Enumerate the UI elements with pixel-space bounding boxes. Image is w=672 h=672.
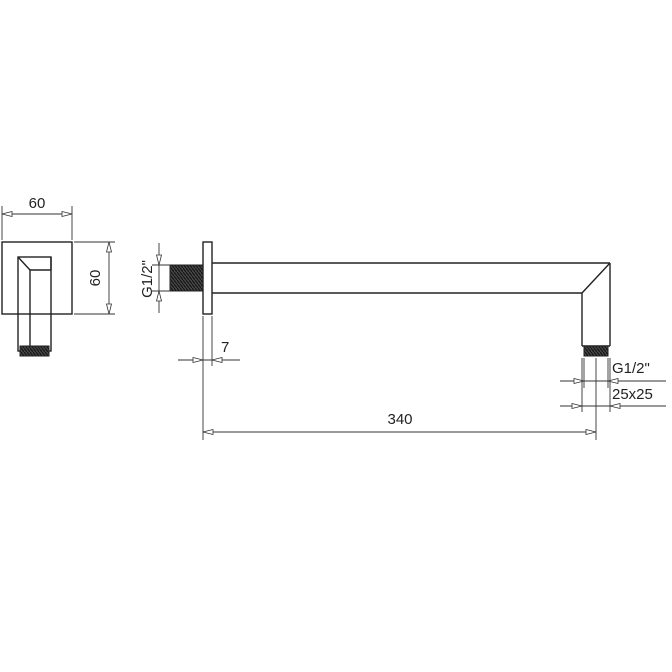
front-width-dimension: 60 <box>1 195 73 240</box>
side-view <box>169 241 611 357</box>
front-width-label: 60 <box>29 195 46 212</box>
wall-flange <box>202 241 213 315</box>
front-height-dimension: 60 <box>74 241 115 315</box>
arm-mitre-line <box>581 262 611 294</box>
inlet-thread <box>169 264 204 292</box>
inlet-thread-dimension: G1/2" <box>139 243 170 313</box>
arm-length-label: 340 <box>387 411 412 428</box>
front-height-label: 60 <box>87 270 104 287</box>
flange-thickness-label: 7 <box>221 339 229 356</box>
arm-profile <box>17 256 52 352</box>
arm-section-dimension: 25x25 <box>560 358 666 412</box>
inlet-thread-label: G1/2" <box>139 260 156 298</box>
wall-plate-square <box>1 241 73 315</box>
front-outlet-thread <box>19 345 50 357</box>
arm-length-dimension: 340 <box>202 358 597 440</box>
outlet-thread <box>583 345 609 357</box>
flange-thickness-dimension: 7 <box>178 316 240 440</box>
outlet-thread-dimension: G1/2" <box>560 358 666 388</box>
front-view <box>1 241 73 357</box>
arm-section-label: 25x25 <box>612 386 653 403</box>
arm-bevel-left <box>17 256 31 271</box>
outlet-thread-label: G1/2" <box>612 360 650 377</box>
